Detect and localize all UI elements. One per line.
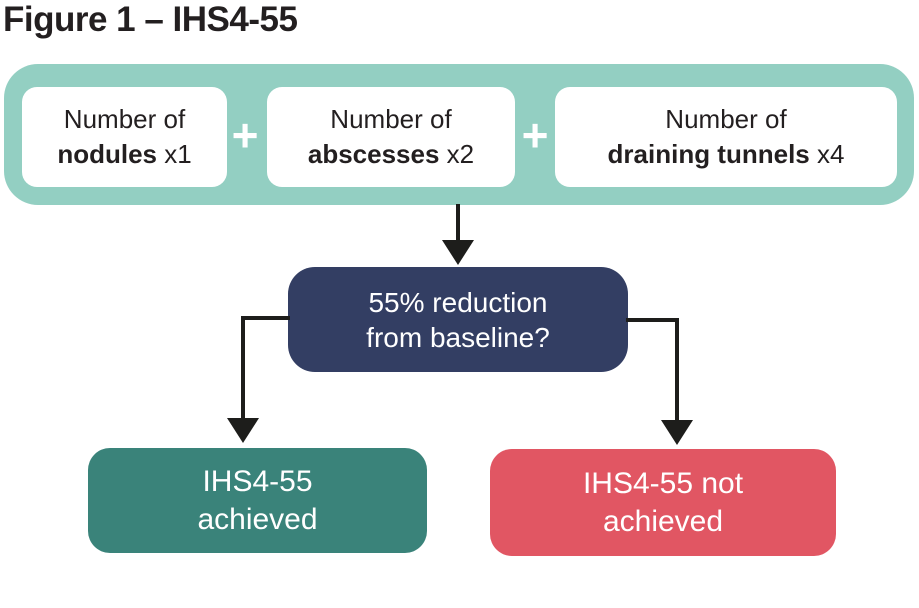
arrow-down-icon <box>227 418 259 443</box>
formula-item-line2: draining tunnels x4 <box>608 137 845 172</box>
formula-item-multiplier: x1 <box>156 139 192 169</box>
outcome-line1: IHS4-55 not <box>582 466 744 500</box>
arrow-down-icon <box>442 240 474 265</box>
outcome-not-achieved-box: IHS4-55 not achieved <box>490 449 836 556</box>
formula-item-term: abscesses <box>307 139 440 169</box>
connector-line <box>241 316 290 320</box>
outcome-line1: IHS4-55 <box>202 464 313 498</box>
outcome-line2: achieved <box>197 502 318 536</box>
decision-line2: from baseline? <box>366 321 550 353</box>
formula-band: Number of nodules x1 + Number of abscess… <box>4 64 914 205</box>
decision-box: 55% reduction from baseline? <box>288 267 628 372</box>
connector-line <box>456 204 460 242</box>
formula-item-line1: Number of <box>665 104 787 134</box>
formula-item-multiplier: x2 <box>439 139 475 169</box>
formula-item-line1: Number of <box>330 104 452 134</box>
formula-item-line2: nodules x1 <box>57 137 191 172</box>
connector-line <box>675 318 679 422</box>
outcome-line2: achieved <box>602 504 724 538</box>
decision-line1: 55% reduction <box>368 286 548 318</box>
formula-item-line1: Number of <box>63 104 186 134</box>
formula-item-multiplier: x4 <box>809 139 845 169</box>
plus-icon: + <box>521 109 549 161</box>
figure-title: Figure 1 – IHS4-55 <box>3 0 298 39</box>
formula-item-draining-tunnels: Number of draining tunnels x4 <box>555 87 897 187</box>
formula-item-nodules: Number of nodules x1 <box>22 87 227 187</box>
formula-item-abscesses: Number of abscesses x2 <box>267 87 515 187</box>
formula-item-term: nodules <box>57 139 157 169</box>
outcome-achieved-box: IHS4-55 achieved <box>88 448 427 553</box>
formula-item-line2: abscesses x2 <box>308 137 474 172</box>
plus-icon: + <box>231 109 259 161</box>
formula-item-term: draining tunnels <box>607 139 810 169</box>
connector-line <box>626 318 679 322</box>
connector-line <box>241 316 245 420</box>
arrow-down-icon <box>661 420 693 445</box>
